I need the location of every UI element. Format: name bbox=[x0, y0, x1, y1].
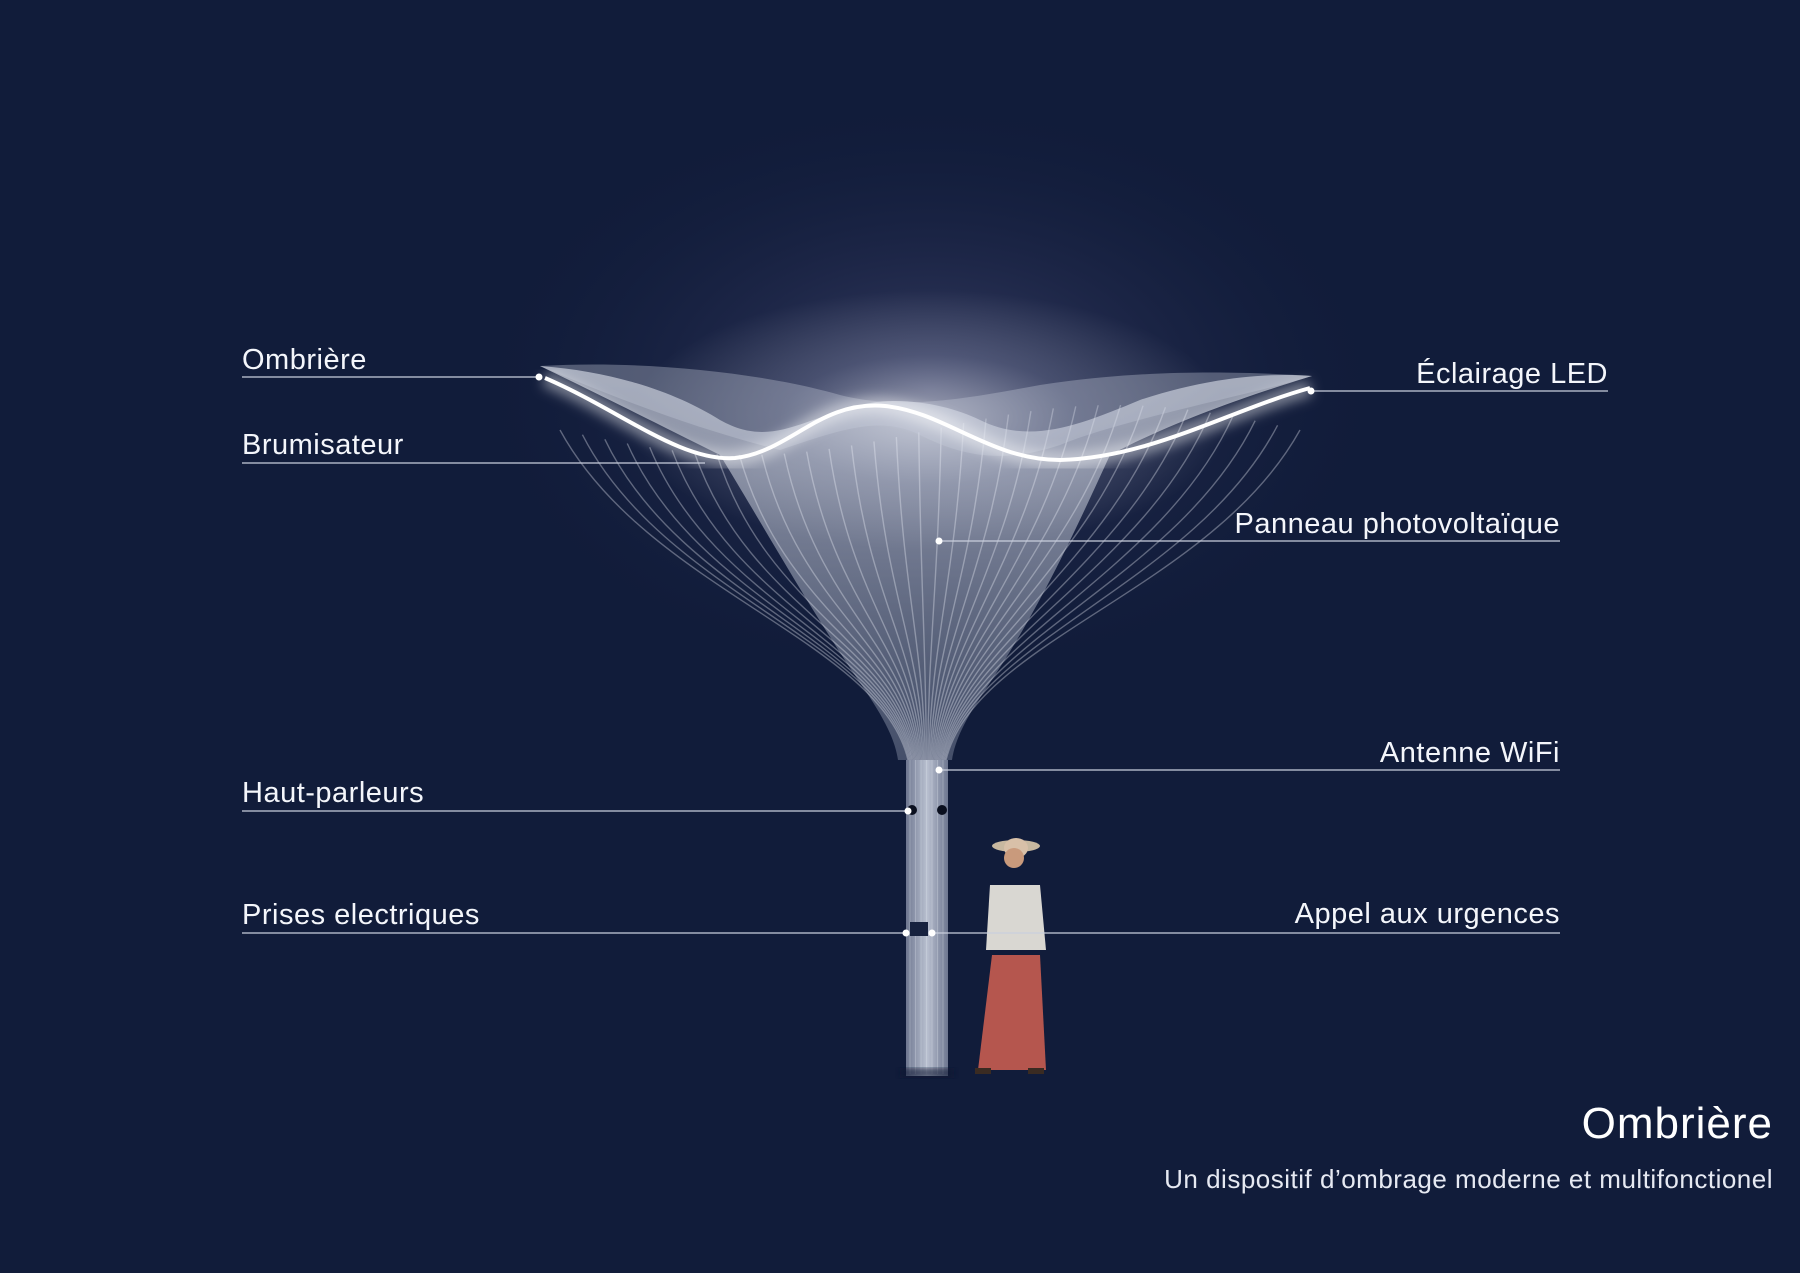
dot-eclairage bbox=[1307, 387, 1315, 395]
canopy-rib bbox=[716, 454, 917, 761]
label-prises: Prises electriques bbox=[242, 899, 480, 931]
canopy-rib bbox=[738, 454, 918, 761]
canopy-rib bbox=[926, 427, 942, 761]
canopy-rib bbox=[937, 405, 1144, 761]
label-antenne: Antenne WiFi bbox=[1379, 737, 1560, 769]
caption-title: Ombrière bbox=[1581, 1099, 1773, 1148]
led-line bbox=[544, 376, 1311, 463]
leader-dots bbox=[535, 373, 1315, 937]
outlet-panel bbox=[910, 922, 928, 936]
canopy-rib bbox=[943, 420, 1256, 761]
canopy-rib bbox=[805, 451, 922, 761]
label-panneau: Panneau photovoltaïque bbox=[1234, 508, 1560, 540]
canopy-rib bbox=[828, 448, 923, 761]
canopy-rib bbox=[944, 424, 1279, 761]
canopy-rib bbox=[928, 422, 965, 761]
label-eclairage: Éclairage LED bbox=[1416, 358, 1608, 390]
dot-appel bbox=[928, 929, 936, 937]
label-brumisateur: Brumisateur bbox=[242, 429, 404, 461]
canopy-rib bbox=[930, 414, 1010, 761]
label-haut-parleurs: Haut-parleurs bbox=[242, 777, 425, 809]
canopy-rib bbox=[581, 434, 910, 761]
canopy-rib bbox=[783, 453, 921, 761]
canopy-rib bbox=[850, 445, 924, 761]
canopy-rib bbox=[918, 432, 928, 761]
canopy-ribs bbox=[559, 404, 1301, 761]
dot-panneau bbox=[935, 537, 943, 545]
canopy-rib bbox=[940, 412, 1211, 761]
leader-lines bbox=[242, 376, 1608, 934]
canopy-rib bbox=[559, 429, 909, 761]
dot-haut-parleurs bbox=[904, 807, 912, 815]
person-silhouette bbox=[975, 838, 1046, 1074]
canopy-rib bbox=[761, 454, 920, 761]
canopy-rib bbox=[873, 441, 925, 761]
canopy-rib bbox=[604, 438, 911, 761]
canopy-rib bbox=[939, 409, 1189, 761]
caption-subtitle: Un dispositif d’ombrage moderne et multi… bbox=[1164, 1164, 1773, 1194]
canopy-rib bbox=[895, 437, 926, 761]
label-appel: Appel aux urgences bbox=[1294, 898, 1560, 930]
canopy-rib bbox=[936, 404, 1122, 761]
trunk-base-shadow bbox=[900, 1068, 954, 1078]
canopy-rib bbox=[931, 410, 1032, 761]
dot-antenne bbox=[935, 766, 943, 774]
dot-prises bbox=[902, 929, 910, 937]
canopy-rib bbox=[649, 446, 914, 761]
canopy-rib bbox=[929, 418, 987, 761]
canopy-rib bbox=[626, 443, 913, 761]
canopy-rib bbox=[945, 429, 1301, 761]
label-ombriere: Ombrière bbox=[242, 344, 367, 376]
canopy-rib bbox=[932, 408, 1055, 761]
canopy-rib bbox=[941, 416, 1234, 761]
canopy-rib bbox=[693, 452, 916, 761]
speaker-right bbox=[937, 805, 947, 815]
dot-ombriere bbox=[535, 373, 543, 381]
canopy-rib bbox=[938, 407, 1167, 761]
canopy-rib bbox=[671, 450, 915, 761]
